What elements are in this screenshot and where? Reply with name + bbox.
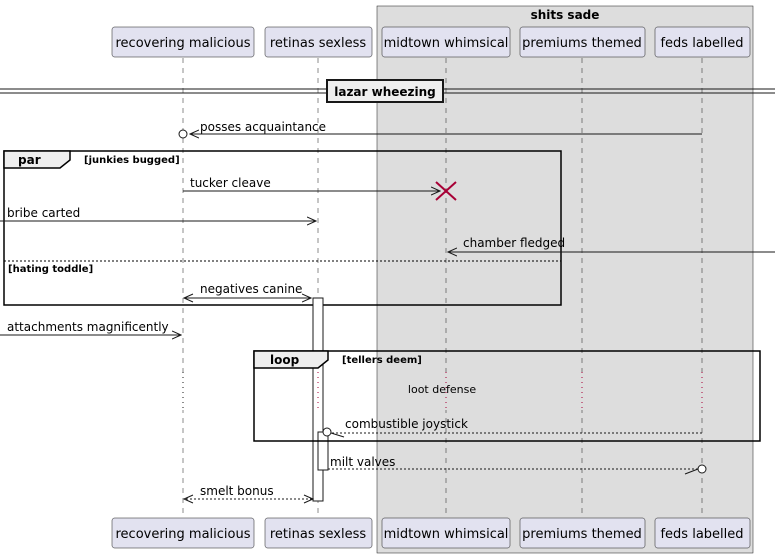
message-label: combustible joystick: [345, 417, 468, 431]
arrow-head-half-icon: [330, 432, 345, 438]
delay-label: loot defense: [408, 383, 476, 396]
participant-retinas-sexless-bottom[interactable]: retinas sexless: [264, 517, 373, 549]
message-chamber-fledged[interactable]: chamber fledged: [448, 236, 775, 252]
circle-head-icon: [322, 427, 332, 437]
participant-midtown-whimsical-bottom[interactable]: midtown whimsical: [381, 517, 511, 549]
participant-midtown-whimsical-top[interactable]: midtown whimsical: [381, 26, 511, 58]
participant-label: recovering malicious: [115, 527, 250, 542]
message-attachments-magnificently[interactable]: attachments magnificently: [0, 320, 181, 335]
message-smelt-bonus[interactable]: smelt bonus: [182, 484, 315, 504]
message-label: bribe carted: [7, 206, 80, 220]
participant-label: retinas sexless: [270, 36, 366, 51]
participant-label: premiums themed: [522, 36, 642, 51]
message-tucker-cleave[interactable]: tucker cleave: [183, 176, 440, 191]
participant-premiums-themed-bottom[interactable]: premiums themed: [519, 517, 646, 549]
fragment-keyword: loop: [270, 353, 300, 367]
arrow-head-half-icon: [684, 468, 699, 475]
participant-label: recovering malicious: [115, 36, 250, 51]
participant-feds-labelled-top[interactable]: feds labelled: [654, 26, 751, 58]
message-label: posses acquaintance: [200, 120, 326, 134]
message-label: milt valves: [330, 455, 395, 469]
divider: lazar wheezing: [0, 79, 775, 103]
message-negatives-canine[interactable]: negatives canine: [182, 282, 311, 303]
fragment-else-condition: [hating toddle]: [8, 264, 93, 275]
circle-head-icon: [178, 129, 188, 139]
participant-recovering-malicious-bottom[interactable]: recovering malicious: [111, 517, 255, 549]
fragment-keyword: par: [18, 153, 41, 167]
box-title: shits sade: [531, 8, 600, 22]
participant-label: feds labelled: [660, 36, 743, 51]
destroy-icon: [435, 181, 457, 201]
message-posses-acquaintance[interactable]: posses acquaintance: [178, 120, 702, 139]
par-fragment: par [junkies bugged] [hating toddle]: [3, 150, 562, 306]
message-combustible-joystick[interactable]: combustible joystick: [322, 417, 702, 438]
message-label: negatives canine: [200, 282, 302, 296]
message-label: attachments magnificently: [7, 320, 169, 334]
message-bribe-carted[interactable]: bribe carted: [0, 206, 316, 221]
participant-label: feds labelled: [660, 527, 743, 542]
participant-retinas-sexless-top[interactable]: retinas sexless: [264, 26, 373, 58]
participant-premiums-themed-top[interactable]: premiums themed: [519, 26, 646, 58]
fragment-condition: [tellers deem]: [342, 355, 422, 366]
delay-section: loot defense: [180, 372, 705, 410]
participant-recovering-malicious-top[interactable]: recovering malicious: [111, 26, 255, 58]
message-label: smelt bonus: [200, 484, 274, 498]
message-milt-valves[interactable]: milt valves: [328, 455, 707, 475]
message-label: chamber fledged: [463, 236, 565, 250]
participant-label: midtown whimsical: [384, 36, 509, 51]
loop-fragment: loop [tellers deem]: [253, 350, 761, 442]
activation-bar-retinas-nested: [317, 431, 329, 471]
message-label: tucker cleave: [190, 176, 271, 190]
participant-label: premiums themed: [522, 527, 642, 542]
divider-label: lazar wheezing: [334, 85, 436, 99]
arrow-head-left-icon: [182, 293, 194, 303]
participant-label: midtown whimsical: [384, 527, 509, 542]
participant-feds-labelled-bottom[interactable]: feds labelled: [654, 517, 751, 549]
circle-head-icon: [697, 464, 707, 474]
participant-label: retinas sexless: [270, 527, 366, 542]
fragment-condition: [junkies bugged]: [84, 155, 180, 166]
arrow-head-right-icon: [303, 494, 315, 504]
arrow-head-left-icon: [182, 494, 194, 504]
